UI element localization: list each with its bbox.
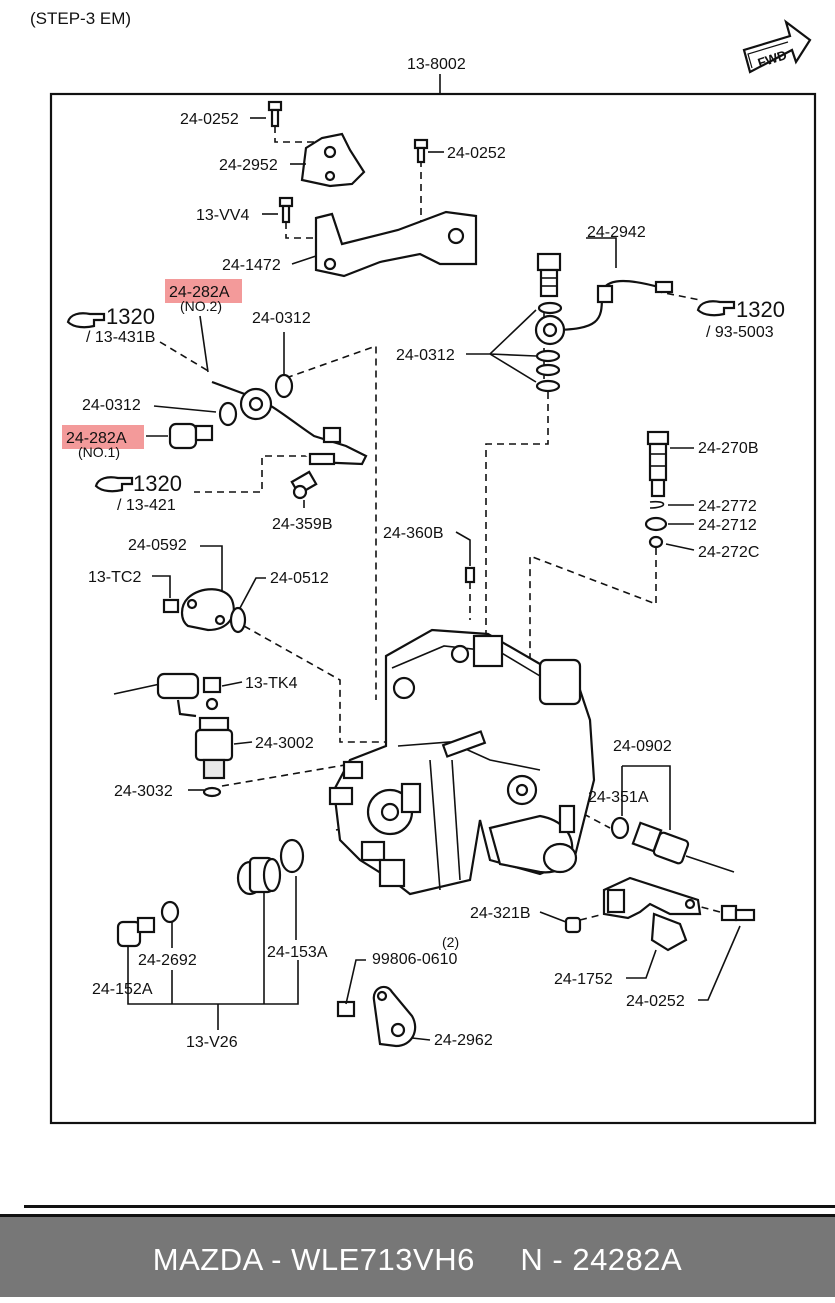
part-label: 24-2692 — [138, 952, 197, 969]
part-label: 99806-0610 — [372, 951, 458, 968]
reference-sub: / 93-5003 — [706, 324, 774, 341]
pointing-hand-icon — [94, 476, 134, 493]
banjo-bolt-icon — [168, 422, 214, 450]
part-label: 24-272C — [698, 544, 759, 561]
diagram-frame — [49, 92, 817, 1125]
part-label: 24-0312 — [252, 310, 311, 327]
part-label: 13-TC2 — [88, 569, 141, 586]
bolt-icon — [336, 1000, 356, 1018]
highlight-no1 — [62, 425, 144, 449]
part-label: 24-2962 — [434, 1032, 493, 1049]
part-label: 24-0592 — [128, 537, 187, 554]
part-label: 24-3002 — [255, 735, 314, 752]
part-label: 24-359B — [272, 516, 333, 533]
fitting-icon — [236, 856, 282, 896]
o-ring-icon — [644, 516, 668, 549]
o-ring-icon — [279, 838, 305, 874]
footer-text: MAZDA - WLE713VH6 N - 24282A — [152, 1242, 683, 1277]
o-ring-icon — [229, 606, 247, 634]
part-label: 24-0252 — [447, 145, 506, 162]
washer-icon — [218, 373, 294, 427]
part-label: 24-0252 — [626, 993, 685, 1010]
part-label: 13-TK4 — [245, 675, 298, 692]
part-note: (NO.1) — [78, 444, 120, 460]
part-label: 24-0252 — [180, 111, 239, 128]
part-label: 24-2942 — [587, 224, 646, 241]
cover-plate-icon — [180, 588, 235, 632]
part-label: 24-0902 — [613, 738, 672, 755]
reference-sub: / 13-431B — [86, 329, 155, 346]
step-label: (STEP-3 EM) — [30, 9, 131, 28]
pointing-hand-icon — [696, 300, 736, 317]
reference-number: 1320 — [106, 304, 155, 329]
part-label: 24-1472 — [222, 257, 281, 274]
screw-icon — [290, 470, 318, 500]
sensor-icon — [113, 672, 200, 718]
part-label: 24-2712 — [698, 517, 757, 534]
part-label: 24-2772 — [698, 498, 757, 515]
part-label: 24-3032 — [114, 783, 173, 800]
part-label: 24-351A — [588, 789, 649, 806]
reference-number: 1320 — [133, 471, 182, 496]
part-label: 24-1752 — [554, 971, 613, 988]
injection-pump-body-icon — [328, 628, 596, 896]
part-quantity: (2) — [442, 934, 459, 950]
part-label-highlighted: 24-282A — [66, 430, 127, 447]
spring-icon — [649, 500, 665, 509]
reference-number: 1320 — [736, 297, 785, 322]
part-label: 24-321B — [470, 905, 531, 922]
washer-icon — [535, 301, 563, 393]
o-ring-icon — [610, 816, 630, 840]
exploded-parts-diagram: (STEP-3 EM) FWD 13-8002 — [30, 9, 817, 1125]
bolt-icon — [720, 904, 756, 922]
connector-icon — [631, 821, 735, 873]
bolt-icon — [116, 916, 156, 948]
pipe-icon — [211, 380, 368, 466]
footer-bar: MAZDA - WLE713VH6 N - 24282A — [0, 1214, 835, 1297]
part-label: 24-0312 — [396, 347, 455, 364]
valve-icon — [646, 430, 670, 498]
part-label: 24-0512 — [270, 570, 329, 587]
part-label: 13-VV4 — [196, 207, 249, 224]
part-label: 24-153A — [267, 944, 328, 961]
bolt-icon — [413, 138, 429, 164]
throttle-bracket-icon — [314, 210, 478, 278]
part-label: 24-360B — [383, 525, 444, 542]
part-label: 24-152A — [92, 981, 153, 998]
solenoid-icon — [194, 716, 234, 798]
lever-icon — [372, 985, 417, 1048]
footer-rule — [24, 1205, 835, 1208]
highlight-no2 — [165, 279, 242, 303]
bracket-icon — [300, 132, 366, 188]
part-note: (NO.2) — [180, 298, 222, 314]
part-label: 13-V26 — [186, 1034, 238, 1051]
bolt-icon — [464, 566, 476, 584]
bolt-icon — [162, 598, 180, 614]
washer-icon — [160, 900, 180, 924]
bracket-icon — [602, 876, 702, 952]
part-label: 24-0312 — [82, 397, 141, 414]
part-label: 24-270B — [698, 440, 759, 457]
screw-icon — [564, 916, 582, 934]
pipe-icon — [534, 280, 674, 346]
part-label-highlighted: 24-282A — [169, 284, 230, 301]
nut-icon — [202, 676, 222, 711]
reference-sub: / 13-421 — [117, 497, 176, 514]
banjo-bolt-icon — [536, 252, 562, 298]
pointing-hand-icon — [66, 312, 106, 329]
fwd-arrow-icon: FWD — [742, 19, 812, 74]
assembly-label: 13-8002 — [407, 56, 466, 73]
part-label: 24-2952 — [219, 157, 278, 174]
bolt-icon — [278, 196, 294, 224]
bolt-icon — [267, 100, 283, 128]
